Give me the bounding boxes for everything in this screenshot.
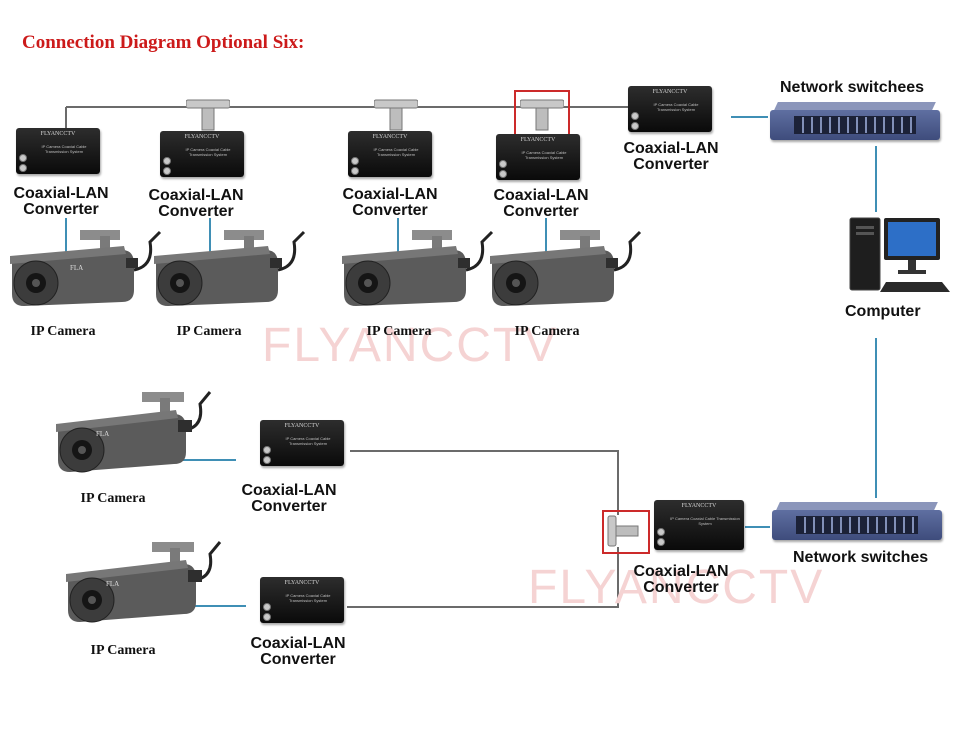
network-switch-icon	[770, 102, 940, 140]
camera-label: IP Camera	[366, 324, 432, 339]
diagram-title: Connection Diagram Optional Six:	[22, 32, 305, 53]
converter-box: FLYANCCTV IP Camera Coaxial Cable Transm…	[496, 134, 580, 180]
network-switch-icon	[772, 502, 942, 540]
coax-line-5	[350, 450, 619, 515]
coax-line-6	[347, 547, 619, 608]
converter-subtitle: IP Camera Coaxial Cable Transmission Sys…	[41, 144, 87, 154]
ip-camera-icon	[148, 220, 308, 325]
bnc-jack-icon	[263, 456, 271, 464]
bnc-jack-icon	[351, 167, 359, 175]
bnc-jack-icon	[163, 167, 171, 175]
bnc-jack-icon	[263, 446, 271, 454]
converter-brand: FLYANCCTV	[681, 503, 717, 509]
converter-brand: FLYANCCTV	[652, 89, 688, 95]
t-connector-icon	[519, 98, 565, 137]
ip-camera-icon: FLA	[4, 220, 164, 325]
bnc-jack-icon	[163, 157, 171, 165]
bnc-jack-icon	[499, 160, 507, 168]
bnc-jack-icon	[499, 170, 507, 178]
t-connector-icon	[373, 98, 419, 137]
converter-subtitle: IP Camera Coaxial Cable Transmission Sys…	[185, 147, 231, 157]
converter-brand: FLYANCCTV	[372, 134, 408, 140]
converter-brand: FLYANCCTV	[520, 137, 556, 143]
converter-box: FLYANCCTV IP Camera Coaxial Cable Transm…	[348, 131, 432, 177]
camera-label: IP Camera	[80, 491, 146, 506]
bnc-jack-icon	[631, 122, 639, 130]
svg-text:FLA: FLA	[70, 264, 83, 272]
converter-subtitle: IP Camera Coaxial Cable Transmission Sys…	[521, 150, 567, 160]
ip-camera-icon: FLA	[58, 534, 228, 639]
switch-top-label: Network switchees	[780, 79, 925, 96]
highlight-box-top	[514, 90, 570, 138]
ip-camera-icon	[336, 220, 496, 325]
converter-subtitle: IP Camera Coaxial Cable Transmission Sys…	[653, 102, 699, 112]
camera-label: IP Camera	[30, 324, 96, 339]
t-connector-icon	[185, 98, 231, 137]
bnc-jack-icon	[657, 538, 665, 546]
svg-text:FLA: FLA	[106, 580, 119, 588]
converter-brand: FLYANCCTV	[284, 580, 320, 586]
converter-box: FLYANCCTV IP Camera Coaxial Cable Transm…	[628, 86, 712, 132]
bnc-jack-icon	[351, 157, 359, 165]
bnc-jack-icon	[19, 154, 27, 162]
converter-box: FLYANCCTV IP Camera Coaxial Cable Transm…	[260, 420, 344, 466]
t-connector-icon	[606, 514, 640, 553]
bnc-jack-icon	[657, 528, 665, 536]
computer-label: Computer	[845, 303, 921, 320]
switch-bottom-label: Network switches	[793, 549, 929, 566]
bnc-jack-icon	[19, 164, 27, 172]
highlight-box-bottom	[602, 510, 650, 554]
converter-box: FLYANCCTV IP Camera Coaxial Cable Transm…	[260, 577, 344, 623]
camera-label: IP Camera	[176, 324, 242, 339]
converter-box: FLYANCCTV IP Camera Coaxial Cable Transm…	[160, 131, 244, 177]
watermark-upper: FLYANCCTV	[262, 319, 559, 372]
converter-brand: FLYANCCTV	[184, 134, 220, 140]
converter-subtitle: IP Camera Coaxial Cable Transmission Sys…	[670, 516, 740, 526]
converter-subtitle: IP Camera Coaxial Cable Transmission Sys…	[285, 436, 331, 446]
converter-subtitle: IP Camera Coaxial Cable Transmission Sys…	[373, 147, 419, 157]
converter-box: FLYANCCTV IP Camera Coaxial Cable Transm…	[16, 128, 100, 174]
camera-label: IP Camera	[90, 643, 156, 658]
converter-subtitle: IP Camera Coaxial Cable Transmission Sys…	[285, 593, 331, 603]
bnc-jack-icon	[263, 603, 271, 611]
bnc-jack-icon	[631, 112, 639, 120]
ip-camera-icon	[484, 220, 644, 325]
ip-camera-icon: FLA	[48, 384, 218, 489]
svg-text:FLA: FLA	[96, 430, 109, 438]
converter-brand: FLYANCCTV	[284, 423, 320, 429]
camera-label: IP Camera	[514, 324, 580, 339]
bnc-jack-icon	[263, 613, 271, 621]
computer-icon	[846, 212, 956, 307]
converter-brand: FLYANCCTV	[40, 131, 76, 137]
converter-box: FLYANCCTV IP Camera Coaxial Cable Transm…	[654, 500, 744, 550]
watermark-lower: FLYANCCTV	[528, 561, 825, 614]
